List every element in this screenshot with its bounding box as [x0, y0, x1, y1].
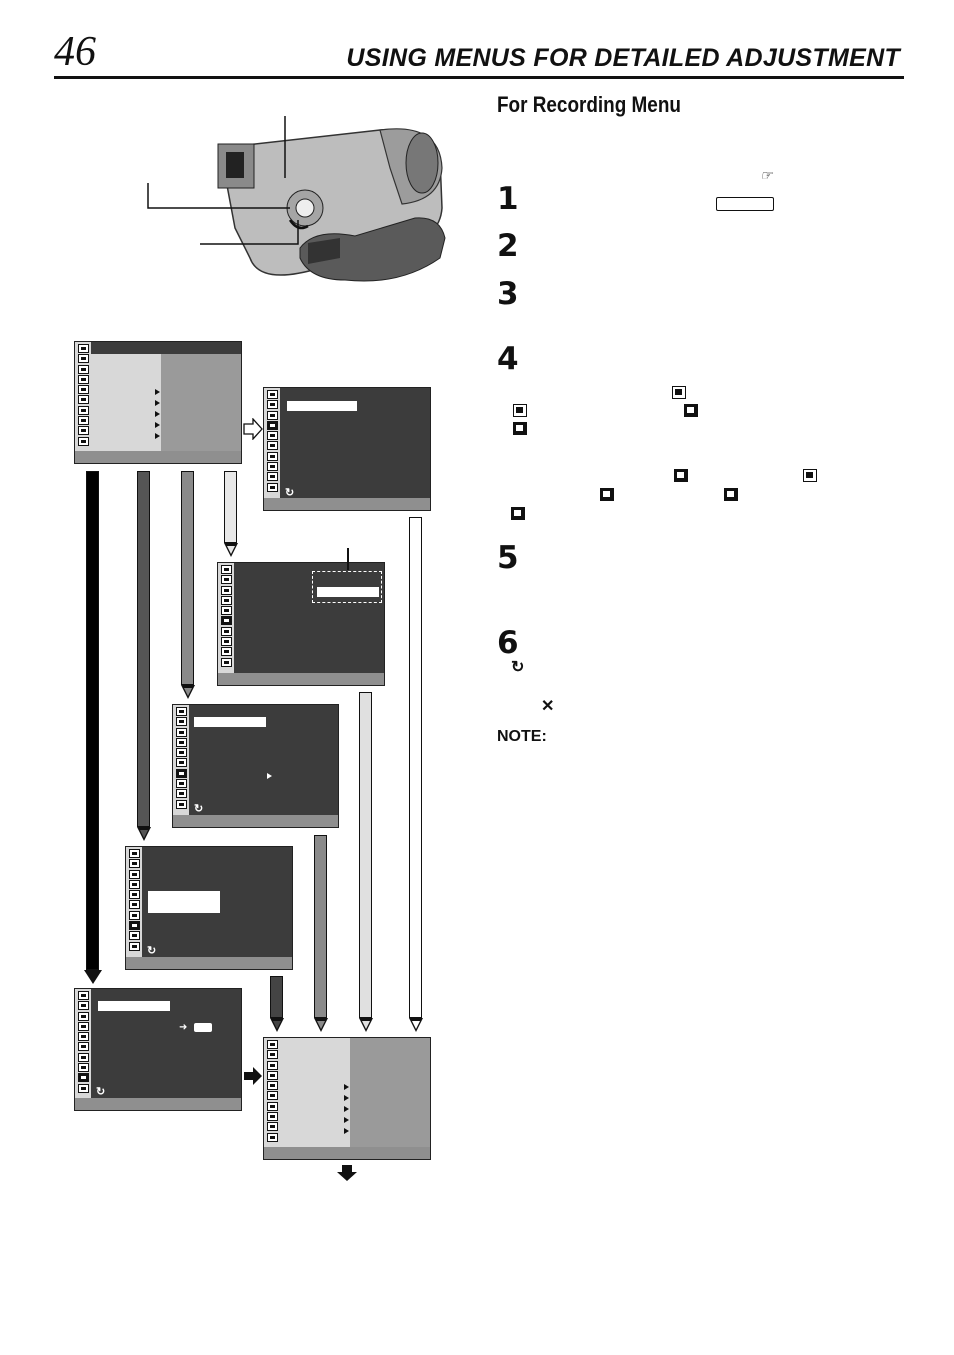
auto-icon [674, 469, 688, 482]
step-5-number: 5 [497, 540, 519, 576]
manual-icon [803, 469, 817, 482]
section-heading: For Recording Menu [497, 92, 681, 117]
menu-screen-main-return [263, 1037, 431, 1160]
step-1-number: 1 [497, 181, 519, 217]
callout-line [347, 548, 349, 570]
effect-icon [684, 404, 698, 417]
arrow-clock-to-main [313, 835, 328, 1032]
camera-menu-icon [672, 386, 686, 399]
step-4-number: 4 [497, 341, 519, 377]
arrow-main-to-snapshot [83, 471, 102, 984]
header-rule [54, 76, 904, 79]
menu-screen-camera-set: ↻ [263, 387, 431, 511]
arrow-main-to-clock [136, 471, 151, 841]
arrow-camera-set-to-main [408, 517, 423, 1032]
step-3-number: 3 [497, 276, 519, 312]
snapshot-icon [511, 507, 525, 520]
return-icon: ↻ [511, 659, 525, 676]
menu-screen-clock: ↻ [125, 846, 293, 970]
program-ae-icon [600, 488, 614, 501]
scene-icon [513, 422, 527, 435]
menu-screen-manual [217, 562, 385, 686]
menu-screen-main [74, 341, 242, 464]
close-icon: ✕ [541, 698, 555, 715]
page-number: 46 [54, 29, 96, 75]
note-label: NOTE: [497, 728, 547, 745]
step-2-number: 2 [497, 228, 519, 264]
camera-setting-icon [513, 404, 527, 417]
arrow-down-next [337, 1165, 357, 1181]
menu-screen-program-ae: ↻ [172, 704, 339, 828]
menu-key-box [716, 197, 774, 211]
arrow-program-ae-to-main [358, 692, 373, 1032]
menu-screen-snapshot: ➜ ↻ [74, 988, 242, 1111]
arrow-main-to-program-ae [180, 471, 195, 699]
reference-icon: ☞ [760, 167, 773, 183]
arrow-snapshot-to-main [269, 976, 284, 1032]
arrow-to-main-return [244, 1067, 262, 1085]
camcorder-illustration [147, 116, 446, 282]
arrow-to-camera-set [243, 418, 263, 440]
page-title: USING MENUS FOR DETAILED ADJUSTMENT [346, 44, 900, 72]
clock-icon [724, 488, 738, 501]
step-6-number: 6 [497, 625, 519, 661]
arrow-main-to-manual [223, 471, 238, 557]
